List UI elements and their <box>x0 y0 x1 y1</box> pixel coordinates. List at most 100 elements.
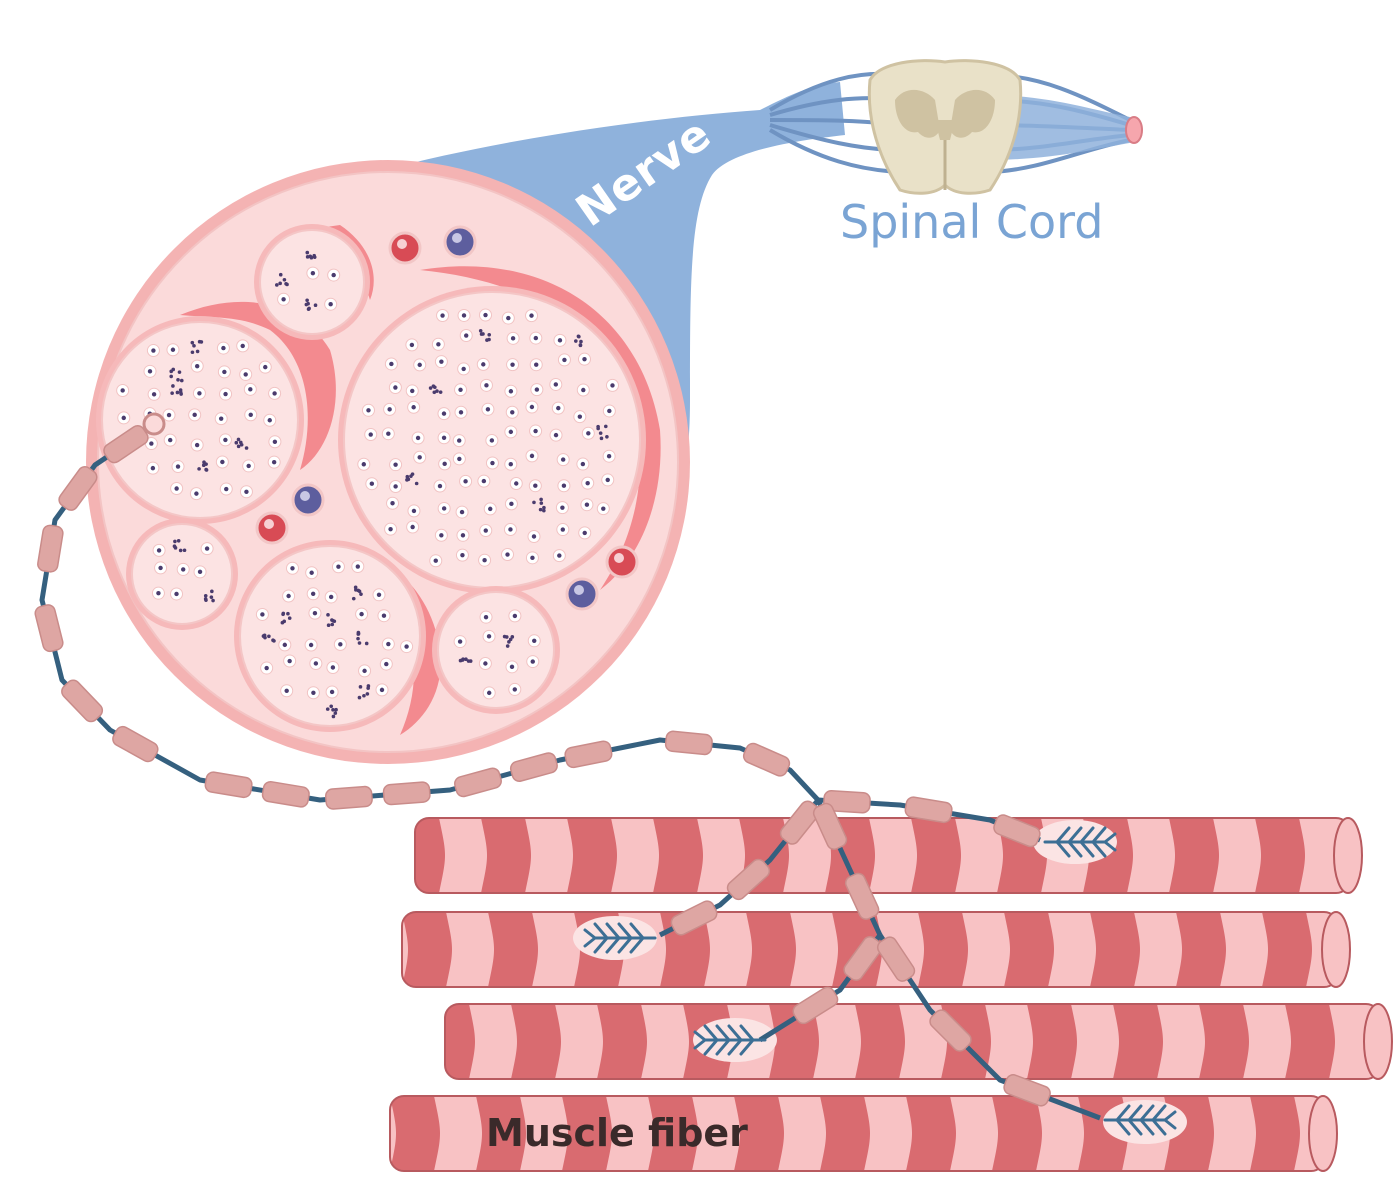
unmyelinated-fiber <box>542 505 546 510</box>
axon-terminals <box>583 826 1177 1136</box>
unmyelinated-fiber <box>197 339 202 344</box>
fascicle <box>254 224 370 340</box>
unmyelinated-fiber <box>236 444 241 449</box>
unmyelinated-fiber <box>305 298 309 303</box>
perineurium-band <box>180 301 336 470</box>
unmyelinated-fiber <box>209 595 214 599</box>
unmyelinated-fiber <box>175 390 180 395</box>
unmyelinated-fiber <box>178 548 183 553</box>
unmyelinated-fiber <box>287 616 292 620</box>
unmyelinated-fiber <box>481 332 485 336</box>
unmyelinated-fiber <box>272 639 276 643</box>
unmyelinated-fiber <box>405 474 410 479</box>
unmyelinated-fiber <box>282 619 287 624</box>
myelinated-axon-path <box>34 425 820 810</box>
unmyelinated-fiber <box>605 434 609 439</box>
unmyelinated-fiber <box>176 378 180 382</box>
unmyelinated-fiber <box>356 588 361 593</box>
unmyelinated-fiber <box>603 424 608 429</box>
myelinated-axon-path <box>876 933 1101 1121</box>
axon-terminal-icon <box>583 922 657 954</box>
unmyelinated-fiber <box>326 623 331 628</box>
fascicles <box>96 224 646 732</box>
unmyelinated-fiber <box>282 278 287 282</box>
fascicle <box>126 518 238 630</box>
unmyelinated-fiber <box>358 685 363 689</box>
unmyelinated-fiber <box>433 385 437 390</box>
unmyelinated-fiber <box>267 634 271 639</box>
unmyelinated-fiber <box>244 446 249 450</box>
unmyelinated-fiber <box>598 431 603 435</box>
unmyelinated-fiber <box>366 686 370 690</box>
unmyelinated-fiber <box>538 507 543 512</box>
unmyelinated-fiber <box>330 622 335 627</box>
unmyelinated-fiber <box>211 598 215 603</box>
unmyelinated-fiber <box>432 390 437 395</box>
unmyelinated-fiber <box>312 253 316 258</box>
unmyelinated-fiber <box>599 436 604 441</box>
unmyelinated-fiber <box>532 500 536 505</box>
unmyelinated-fiber <box>177 370 182 374</box>
unmyelinated-fiber <box>438 390 443 394</box>
unmyelinated-fiber <box>195 349 200 354</box>
unmyelinated-fiber <box>179 378 184 383</box>
unmyelinated-fiber <box>487 337 491 342</box>
unmyelinated-fiber <box>173 539 177 544</box>
unmyelinated-fiber <box>409 474 413 478</box>
unmyelinated-fiber <box>261 634 266 638</box>
muscle-fiber-label: Muscle fiber <box>486 1111 748 1155</box>
unmyelinated-fiber <box>236 437 241 442</box>
unmyelinated-fiber <box>234 440 239 445</box>
unmyelinated-fiber <box>326 613 330 617</box>
unmyelinated-fiber <box>197 467 201 471</box>
unmyelinated-fiber <box>325 707 330 711</box>
unmyelinated-fiber <box>306 301 310 306</box>
unmyelinated-fiber <box>329 704 334 709</box>
unmyelinated-fiber <box>362 693 366 698</box>
unmyelinated-fiber <box>428 386 433 390</box>
myelinated-axon-path <box>658 798 820 938</box>
unmyelinated-fiber <box>192 343 196 348</box>
muscle-fiber <box>414 817 1363 894</box>
unmyelinated-fiber <box>578 343 583 347</box>
spinal-nerve-right <box>985 95 1135 160</box>
unmyelinated-fiber <box>239 442 244 447</box>
unmyelinated-fiber <box>171 384 175 388</box>
unmyelinated-fiber <box>182 548 187 553</box>
unmyelinated-fiber <box>333 711 338 715</box>
unmyelinated-fiber <box>305 250 310 255</box>
unmyelinated-fiber <box>478 329 483 333</box>
unmyelinated-fiber <box>596 424 600 429</box>
unmyelinated-fiber <box>414 481 419 486</box>
unmyelinated-fiber <box>574 339 578 343</box>
fascicle <box>96 316 304 524</box>
perineurium-band <box>305 225 374 300</box>
axon-terminal-icon <box>1043 826 1117 858</box>
unmyelinated-fiber <box>356 636 360 641</box>
unmyelinated-fiber <box>309 255 314 260</box>
unmyelinated-fiber <box>307 306 311 311</box>
unmyelinated-fiber <box>460 658 465 662</box>
unmyelinated-fiber <box>334 707 338 712</box>
unmyelinated-fiber <box>364 641 369 646</box>
unmyelinated-fiber <box>365 692 370 696</box>
unmyelinated-fiber <box>577 334 581 339</box>
myelinated-axon-path <box>758 933 883 1043</box>
axon-terminal-icon <box>1103 1104 1177 1136</box>
myelinated-axon-path <box>812 798 883 937</box>
unmyelinated-fiber <box>466 659 471 663</box>
unmyelinated-fiber <box>173 546 178 550</box>
blood-vessels <box>255 225 639 611</box>
unmyelinated-fiber <box>190 340 195 345</box>
unmyelinated-fiber <box>176 538 181 543</box>
unmyelinated-fiber <box>284 281 288 286</box>
axon-terminal-icon <box>693 1024 767 1056</box>
myelinated-axon-path <box>817 790 1041 848</box>
unmyelinated-fiber <box>539 497 543 502</box>
unmyelinated-fiber <box>203 593 208 598</box>
unmyelinated-fiber <box>203 597 208 601</box>
unmyelinated-fiber <box>357 641 362 645</box>
unmyelinated-fiber <box>313 303 318 308</box>
fascicle <box>432 586 560 714</box>
